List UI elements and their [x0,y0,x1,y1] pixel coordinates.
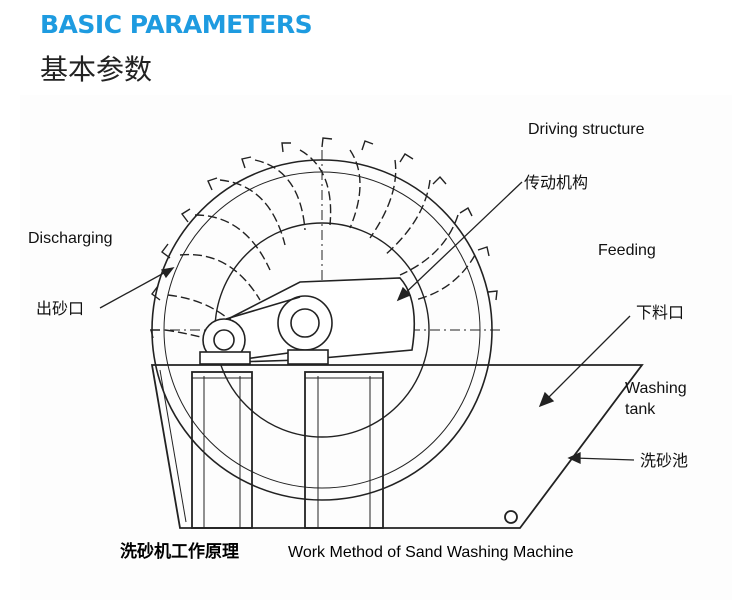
bucket-wheel [150,137,500,501]
section-title: BASIC PARAMETERS [40,10,313,39]
arrowhead-discharging [160,267,175,279]
label-tank-zh: 洗砂池 [640,451,688,470]
section-subtitle: 基本参数 [40,53,153,86]
callout-arrows [99,181,635,465]
arrow-tank [573,457,635,461]
motor-mount [199,351,251,365]
label-tank-en-line2: tank [625,401,656,418]
tank-outline [150,364,644,529]
motor-pulley-hub [213,329,235,351]
arrow-feeding [539,315,631,407]
support-frame-right [304,371,384,529]
label-feeding-en: Feeding [598,242,656,259]
drain-outlet [504,510,518,524]
caption-zh: 洗砂机工作原理 [120,541,239,562]
caption-en: Work Method of Sand Washing Machine [288,544,574,561]
arrowhead-feeding [538,391,555,408]
label-discharging-zh: 出砂口 [36,299,84,318]
arrow-discharging [99,267,174,309]
drive-mechanism [199,277,416,365]
label-tank-en-line1: Washing [625,380,687,397]
arrow-driving [397,181,523,301]
support-frame-left [191,371,253,529]
drive-pulley-large-hub [290,308,320,338]
label-feeding-zh: 下料口 [636,303,684,322]
drive-belt-top [225,296,301,320]
arrowhead-driving [396,286,412,302]
washing-tank [150,364,644,529]
gear-mount [287,349,329,365]
tank-inner-edge [159,369,187,523]
label-driving-en: Driving structure [528,121,645,138]
arrowhead-tank [567,451,581,465]
label-discharging-en: Discharging [28,230,112,247]
label-driving-zh: 传动机构 [524,173,588,192]
wheel-buckets [150,137,498,339]
